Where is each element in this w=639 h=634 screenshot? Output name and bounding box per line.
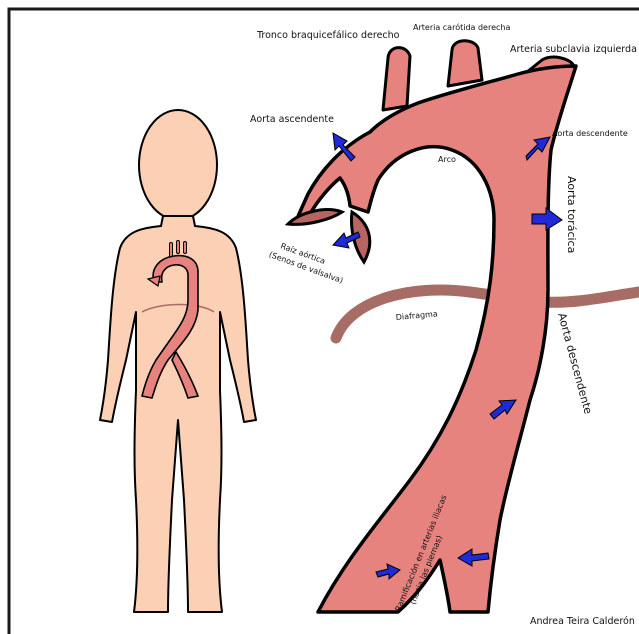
- branch-brachiocephalic: [383, 48, 410, 110]
- author-signature: Andrea Teira Calderón: [530, 616, 635, 627]
- label-tronco-braquicefalico: Tronco braquicefálico derecho: [256, 30, 400, 41]
- label-arco: Arco: [438, 155, 456, 164]
- figure-torso: [100, 216, 256, 612]
- branch-carotid: [448, 41, 482, 86]
- label-arteria-subclavia: Arteria subclavia izquierda: [510, 44, 637, 55]
- label-arteria-carotida: Arteria carótida derecha: [413, 22, 510, 32]
- aortic-root-left: [288, 210, 342, 225]
- figure-head: [139, 110, 217, 220]
- body-figure: [100, 110, 256, 612]
- label-aorta-ascendente: Aorta ascendente: [250, 114, 334, 125]
- label-aorta-descendente-top: Aorta descendente: [552, 129, 628, 138]
- label-aorta-toracica: Aorta torácica: [565, 176, 578, 253]
- label-aorta-descendente: Aorta descendente: [555, 311, 595, 415]
- label-diafragma: Diafragma: [395, 309, 438, 322]
